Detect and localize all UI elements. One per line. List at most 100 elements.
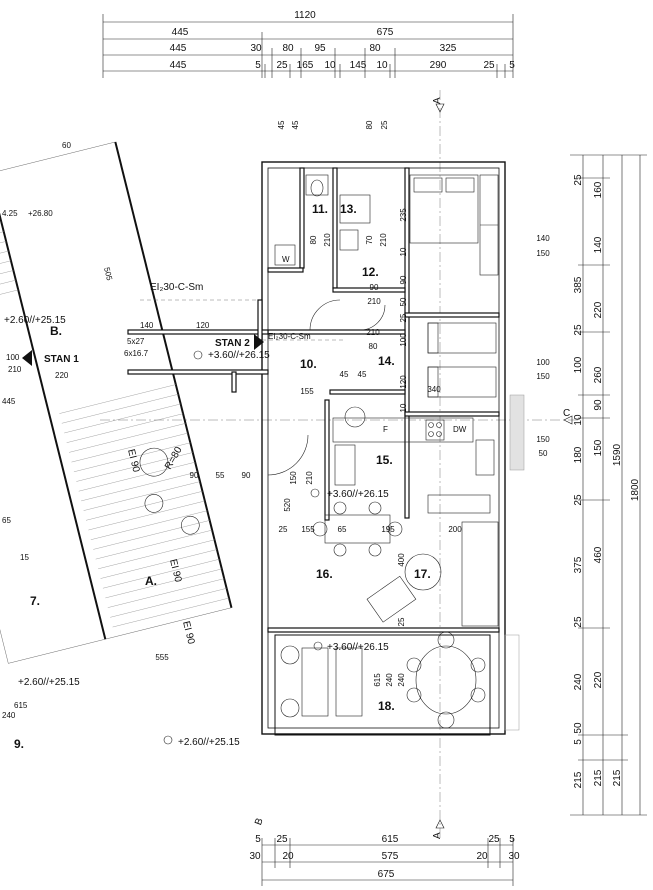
level-marker-b [310,488,320,498]
top-dimension-labels: 1120 445 675 445 30 80 95 80 325 445 5 2… [170,10,516,71]
dim-bot-r1-5: 5 [509,834,515,845]
idim-6: 90 [399,275,408,284]
round-table-small [344,406,366,428]
idim-8: 25 [399,313,408,322]
idim-30: 140 [536,234,550,243]
idim-31: 150 [536,249,550,258]
idim-33: 150 [536,372,550,381]
level-marker-d [163,735,173,745]
level-b: +3.60//+26.15 [327,489,389,500]
dim-bot-r1-3: 615 [382,834,399,845]
apartment-walls [261,161,506,736]
level-a: +3.60//+26.15 [208,350,270,361]
ldim-5: 4.25 [2,209,18,218]
level-f: +2.60//+25.15 [18,677,80,688]
ldim-22: 5x27 [127,337,145,346]
shower [339,194,371,224]
room-16: 16. [316,567,333,581]
door-swing-3 [359,304,386,331]
dim-top-r3-6: 325 [440,43,457,54]
section-arrow-bottom [435,819,445,829]
right-dimension-labels: 25 385 25 100 10 180 25 375 25 240 50 5 … [573,174,641,788]
plant-2 [280,698,300,718]
dim-bot-r2-4: 20 [476,851,488,862]
stan1-label: STAN 1 [44,354,79,365]
idim-1: 45 [291,120,300,129]
dim-right-c1-13: 215 [573,771,584,788]
idim-59: 90 [190,471,199,480]
interior-dimensions: 45 45 80 25 235 10 90 50 25 100 120 10 1… [155,120,550,687]
dim-top-r4-7: 10 [376,60,388,71]
terrace-a-hatch [59,384,230,628]
window-strip [509,394,525,471]
dim-bot-r2-1: 30 [249,851,261,862]
dim-right-c3-b: 215 [612,769,623,786]
level-e: +2.60//+25.15 [4,315,66,326]
furniture [267,174,499,729]
left-plant [144,494,164,513]
room-13: 13. [340,202,357,216]
dim-right-c2-6: 150 [593,439,604,456]
idim-34: 150 [536,435,550,444]
furniture-labels: W F DW [282,255,467,434]
room-14: 14. [378,354,395,368]
idim-18: 200 [448,525,462,534]
idim-60: 55 [216,471,225,480]
idim-15: 155 [301,525,315,534]
room-11: 11. [312,202,328,216]
room-10: 10. [300,357,317,371]
room-15: 15. [376,453,393,467]
door-swing-1 [309,299,341,331]
dim-top-r2-a: 445 [172,27,189,38]
dim-right-c1-10: 240 [573,673,584,690]
stan2-label: STAN 2 [215,338,250,349]
ldim-26: 100 [6,353,20,362]
ei-label-1: EI₂30-C-Sm [150,282,203,293]
right-dimension-chains [570,154,647,816]
stove [425,419,445,441]
dim-top-r4-5: 10 [324,60,336,71]
ei90-c: EI 90 [180,620,196,646]
idim-21: 240 [397,673,406,687]
section-arrow-top [435,103,445,113]
dim-top-r4-8: 290 [430,60,447,71]
fridge [475,439,495,476]
room-7: 7. [30,594,40,608]
dim-top-r3-4: 95 [314,43,326,54]
bed [409,174,479,244]
idim-5: 10 [399,247,408,256]
idim-20: 25 [397,617,406,626]
idim-16: 65 [338,525,347,534]
room-A: A. [145,574,157,588]
ldim-17: 120 [196,321,210,330]
coffee-table [404,553,442,591]
ldim-28: 445 [2,397,16,406]
room-9: 9. [14,737,24,751]
ldim-25: 220 [55,371,69,380]
dim-top-r4-6: 145 [350,60,367,71]
idim-14: 25 [279,525,288,534]
ldim-6: +26.80 [28,209,53,218]
idim-32: 100 [536,358,550,367]
washing-machine [274,244,296,266]
idim-7: 50 [399,297,408,306]
section-a-bottom: A [432,832,443,839]
idim-19: 400 [397,553,406,567]
idim-17: 195 [381,525,395,534]
dim-top-r4-10: 5 [509,60,515,71]
left-dimension-labels: 60 4.25 +26.80 505 140 120 5x27 6x16.7 2… [2,141,210,720]
dim-right-c2-3: 220 [593,301,604,318]
level-marker-c [313,641,323,651]
dim-right-c4: 1800 [630,478,641,501]
dim-top-total: 1120 [294,10,316,21]
lounger-1 [301,647,329,717]
sofa [461,521,499,627]
ldim-27: 210 [8,365,22,374]
dim-right-c1-4: 100 [573,356,584,373]
idim-2: 80 [365,120,374,129]
dim-top-r3-3: 80 [282,43,294,54]
idim-45: 45 [340,370,349,379]
dim-right-c1-2: 385 [573,276,584,293]
ldim-14: 140 [140,321,154,330]
